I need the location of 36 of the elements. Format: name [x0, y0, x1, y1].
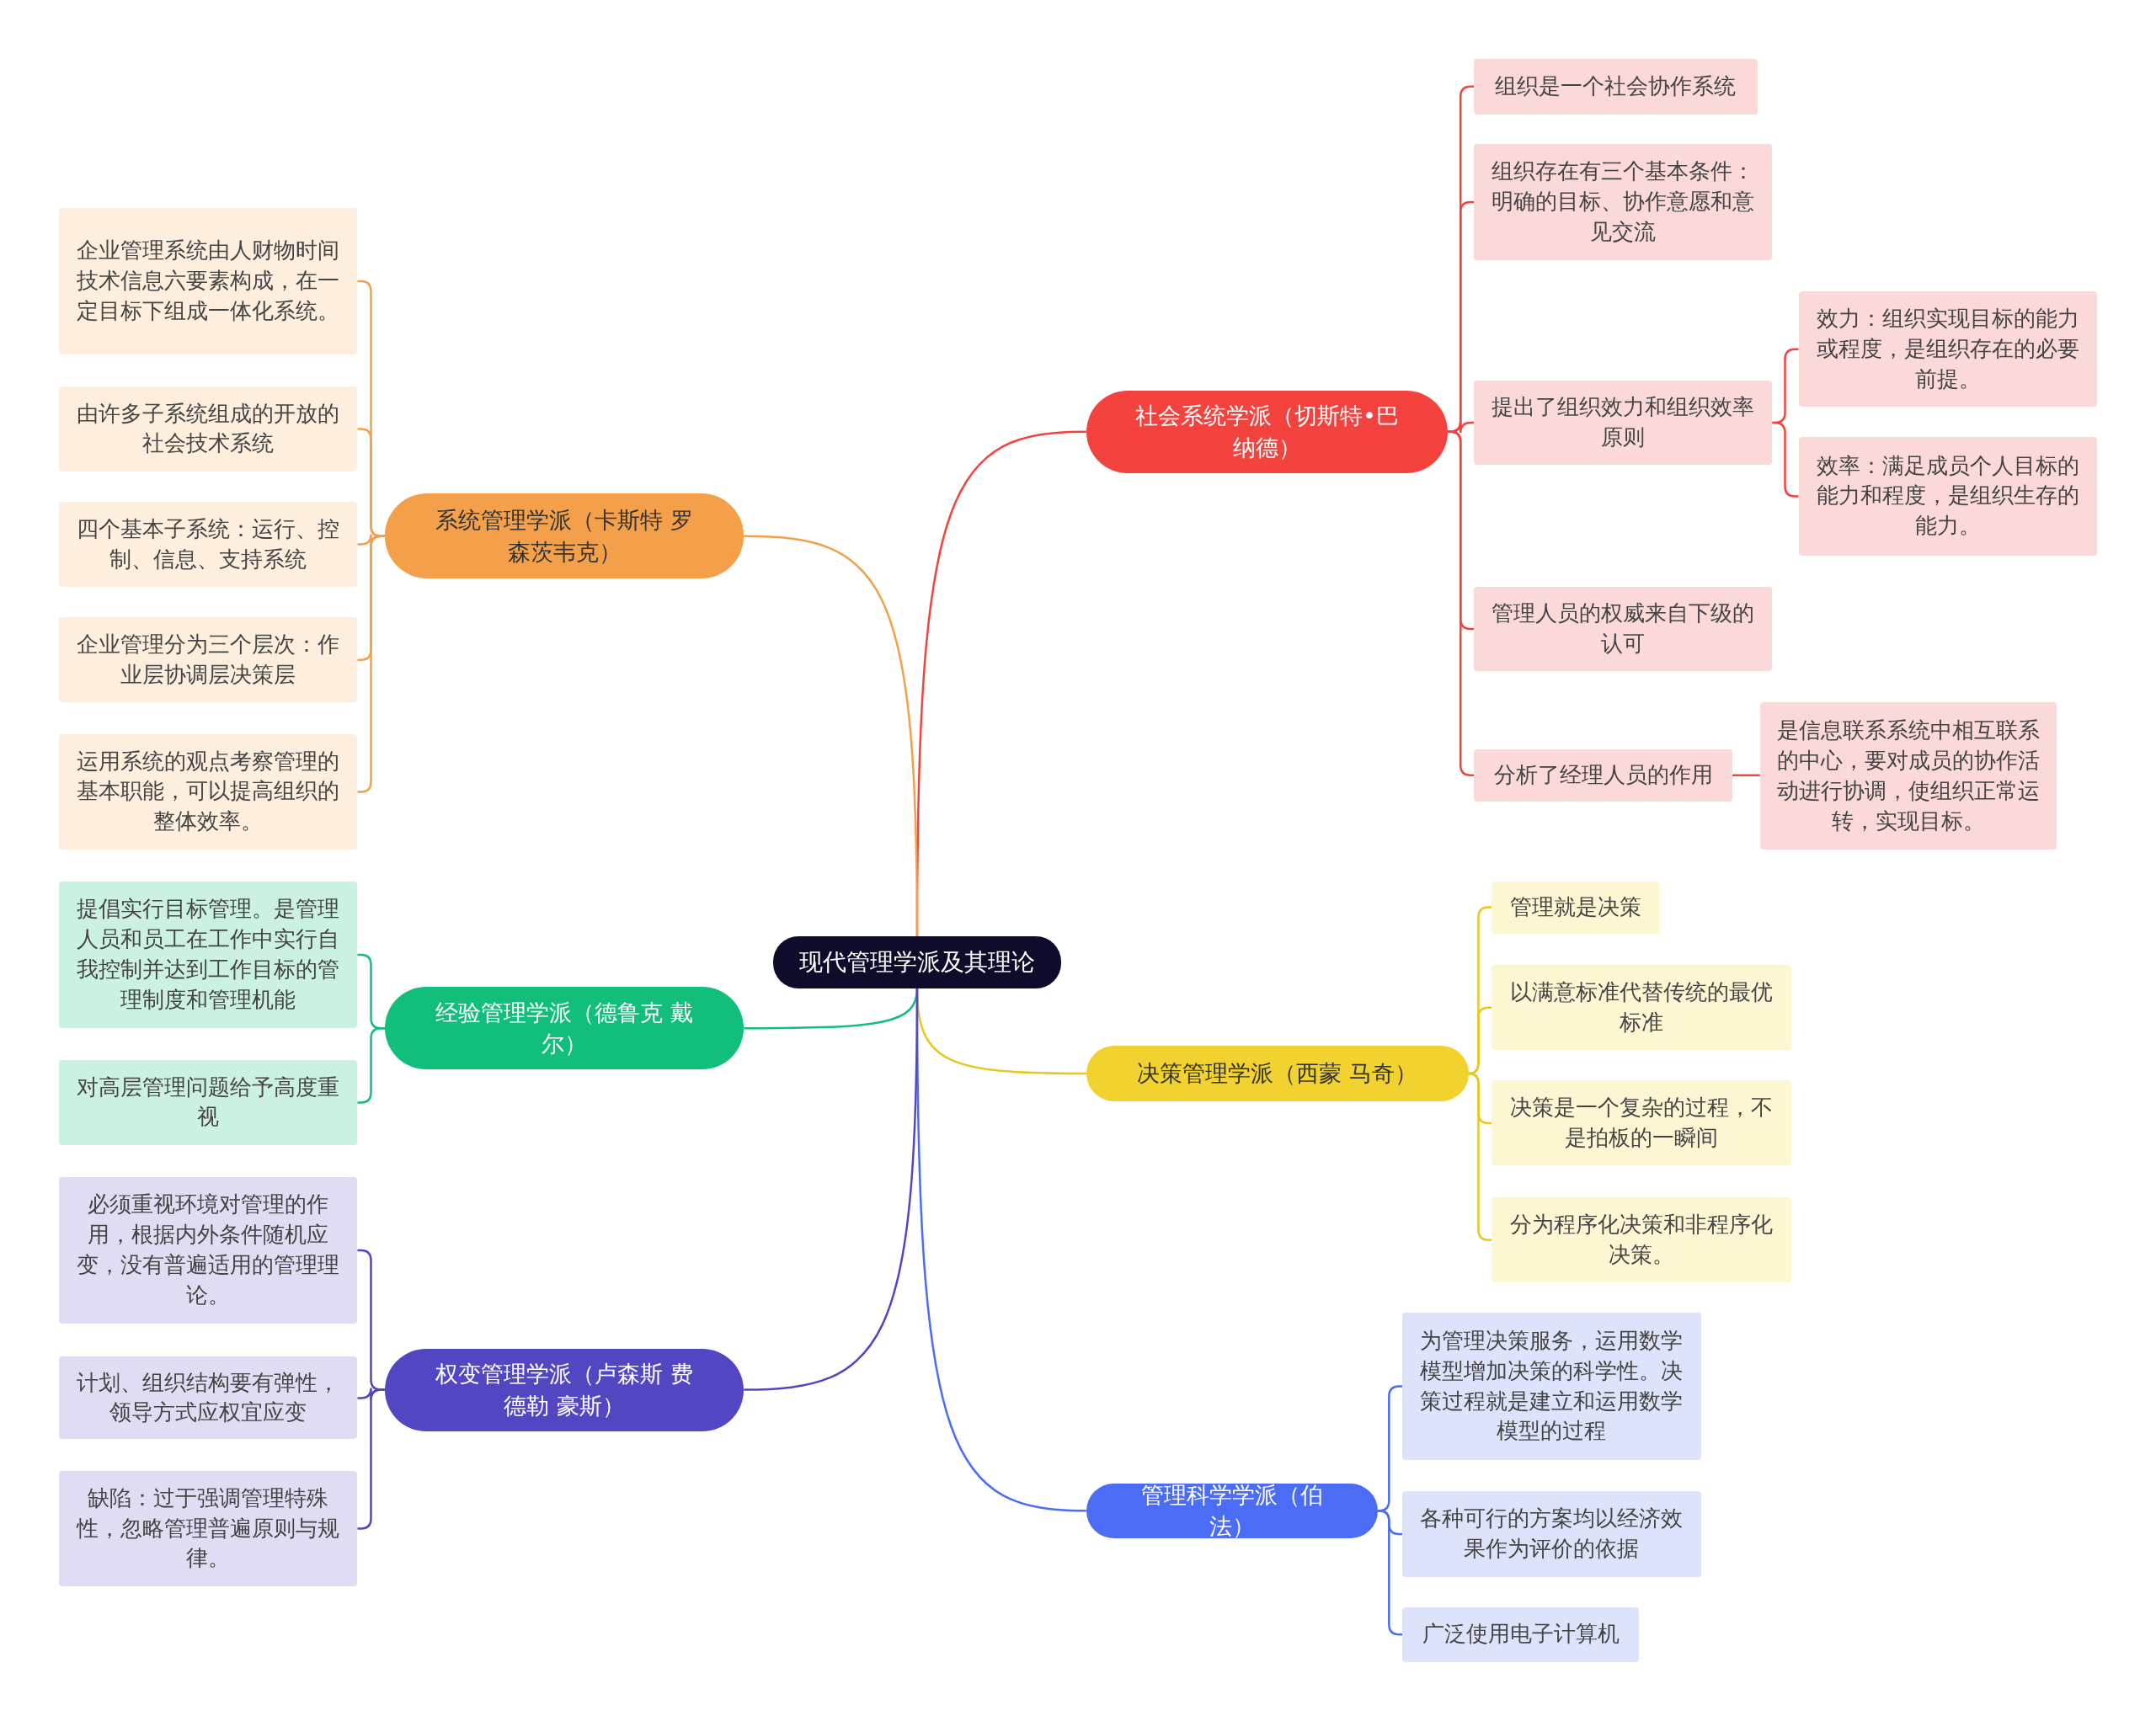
note-box: 效率：满足成员个人目标的能力和程度，是组织生存的能力。 — [1798, 437, 2097, 556]
branch-box: 系统管理学派（卡斯特 罗森茨韦克） — [385, 493, 744, 579]
note-box: 必须重视环境对管理的作用，根据内外条件随机应变，没有普遍适用的管理理论。 — [59, 1176, 358, 1324]
note-box: 分析了经理人员的作用 — [1474, 749, 1733, 802]
note-box: 是信息联系系统中相互联系的中心，要对成员的协作活动进行协调，使组织正常运转，实现目标。 — [1759, 702, 2057, 850]
note-box: 各种可行的方案均以经济效果作为评价的依据 — [1402, 1491, 1701, 1577]
note-box: 决策是一个复杂的过程，不是拍板的一瞬间 — [1492, 1080, 1792, 1166]
branch-box: 权变管理学派（卢森斯 费德勒 豪斯） — [385, 1348, 744, 1431]
topic-box: 现代管理学派及其理论 — [772, 935, 1062, 988]
note-box: 为管理决策服务，运用数学模型增加决策的科学性。决策过程就是建立和运用数学模型的过程 — [1402, 1313, 1701, 1460]
branch-box: 经验管理学派（德鲁克 戴尔） — [385, 987, 744, 1070]
note-box: 运用系统的观点考察管理的基本职能，可以提高组织的整体效率。 — [59, 733, 358, 850]
note-box: 以满意标准代替传统的最优标准 — [1492, 965, 1792, 1051]
note-box: 提出了组织效力和组织效率原则 — [1474, 381, 1773, 465]
note-box: 企业管理分为三个层次：作业层协调层决策层 — [59, 617, 358, 703]
note-box: 组织存在有三个基本条件：明确的目标、协作意愿和意见交流 — [1474, 144, 1773, 260]
note-box: 对高层管理问题给予高度重视 — [59, 1059, 358, 1145]
note-box: 组织是一个社会协作系统 — [1474, 59, 1758, 115]
note-box: 由许多子系统组成的开放的社会技术系统 — [59, 386, 358, 472]
note-box: 计划、组织结构要有弹性，领导方式应权宜应变 — [59, 1356, 358, 1440]
note-box: 分为程序化决策和非程序化决策。 — [1492, 1197, 1792, 1283]
note-box: 企业管理系统由人财物时间技术信息六要素构成，在一定目标下组成一体化系统。 — [59, 207, 358, 355]
branch-box: 社会系统学派（切斯特•巴纳德） — [1086, 390, 1449, 473]
connector-line — [1732, 774, 1760, 777]
branch-box: 决策管理学派（西蒙 马奇） — [1086, 1046, 1469, 1101]
note-box: 管理就是决策 — [1492, 881, 1660, 934]
branch-box: 管理科学学派（伯法） — [1086, 1483, 1378, 1538]
note-box: 提倡实行目标管理。是管理人员和员工在工作中实行自我控制并达到工作目标的管理制度和管理机能 — [59, 881, 358, 1029]
connector-line — [744, 535, 919, 936]
note-box: 缺陷：过于强调管理特殊性，忽略管理普遍原则与规律。 — [59, 1470, 358, 1587]
note-box: 四个基本子系统：运行、控制、信息、支持系统 — [59, 501, 358, 588]
note-box: 广泛使用电子计算机 — [1402, 1606, 1640, 1662]
note-box: 管理人员的权威来自下级的认可 — [1474, 587, 1773, 671]
connector-line — [744, 988, 919, 1391]
note-box: 效力：组织实现目标的能力或程度，是组织存在的必要前提。 — [1798, 291, 2097, 408]
connector-line — [1467, 1072, 1492, 1241]
